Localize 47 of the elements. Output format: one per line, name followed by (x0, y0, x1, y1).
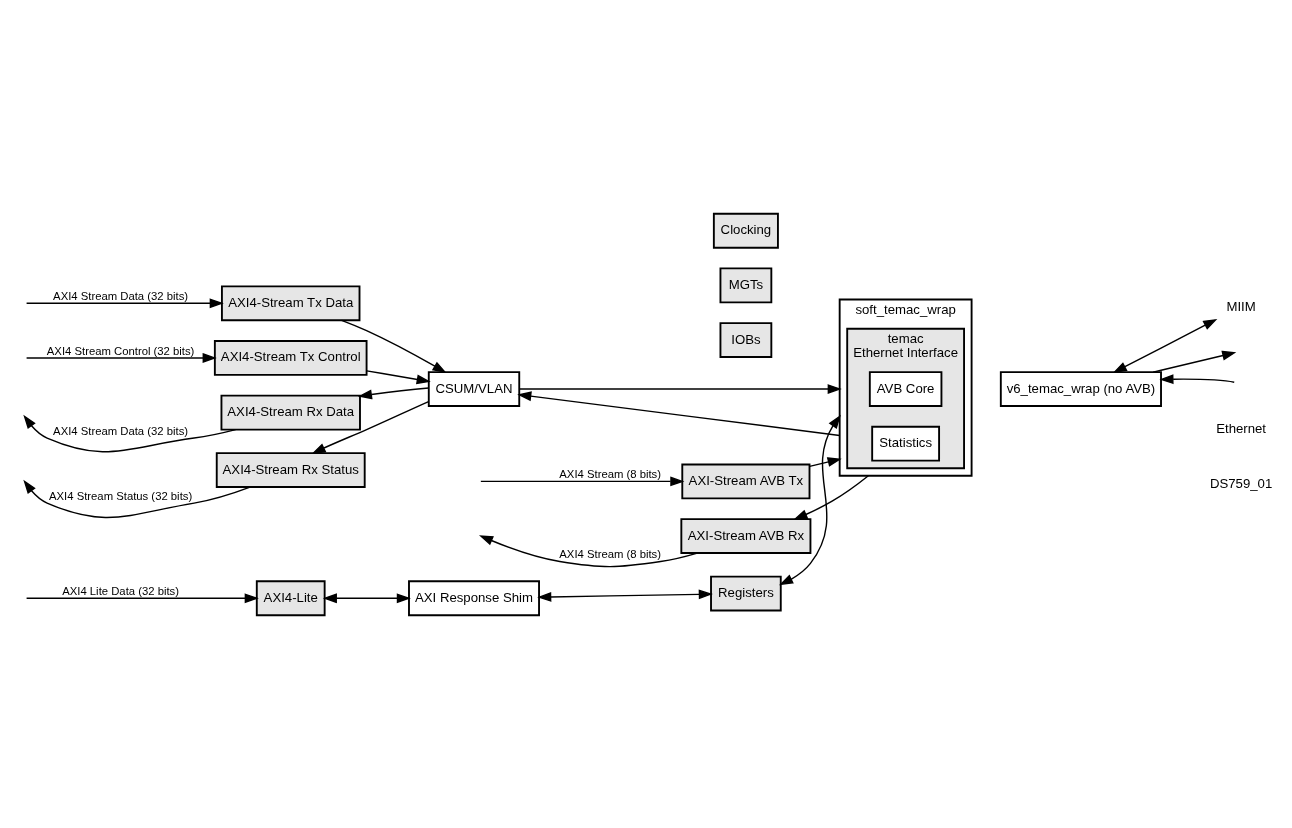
node-box: Registers (710, 575, 782, 611)
arrow (322, 592, 411, 603)
node-box: AXI Response Shim (408, 579, 540, 616)
node-box: AXI4-Stream Tx Control (213, 339, 368, 376)
arrow (517, 390, 841, 436)
node-box: IOBs (719, 321, 773, 358)
label: Ethernet (1216, 420, 1267, 436)
node-box: Statistics (871, 425, 941, 462)
edge-label: AXI4 Lite Data (32 bits) (62, 584, 180, 597)
arrow (808, 456, 842, 467)
node-box: AXI4-Lite (255, 579, 326, 616)
arrow (25, 297, 224, 308)
node-box: AXI4-Stream Rx Status (215, 451, 366, 488)
arrow (357, 386, 430, 399)
arrow (480, 475, 685, 486)
arrow (366, 369, 431, 384)
node-box: AXI-Stream AVB Rx (680, 517, 812, 554)
arrow (518, 383, 842, 394)
arrow (479, 534, 699, 567)
arrow (340, 319, 447, 373)
arrow (1112, 318, 1218, 373)
arrow (25, 352, 217, 363)
arrow (311, 400, 430, 454)
arrow (23, 479, 251, 518)
node-box: AXI-Stream AVB Tx (681, 463, 811, 499)
arrow (1159, 373, 1235, 384)
edge-label: AXI4 Stream (8 bits) (559, 547, 662, 560)
arrow (537, 588, 713, 602)
edge-label: AXI4 Stream Status (32 bits) (49, 489, 193, 502)
edge-label: AXI4 Stream (8 bits) (559, 467, 662, 480)
node-box: MGTs (719, 267, 773, 303)
arrow (1152, 350, 1237, 373)
node-box: AVB Core (868, 370, 943, 407)
arrow (793, 474, 870, 520)
node-box: AXI4-Stream Rx Data (220, 394, 361, 430)
arrow (23, 414, 237, 452)
node-box: Clocking (712, 212, 779, 249)
edge-label: AXI4 Stream Data (32 bits) (53, 424, 189, 437)
node-text: MIIM (1226, 298, 1256, 314)
node-box: CSUM/VLAN (427, 370, 521, 407)
edge-label: AXI4 Stream Data (32 bits) (53, 289, 189, 302)
arrow (25, 592, 259, 603)
label: DS759_01 (1209, 475, 1273, 491)
arrow (778, 414, 841, 585)
node-box: v6_temac_wrap (no AVB) (999, 370, 1162, 407)
edge-label: AXI4 Stream Control (32 bits) (46, 344, 195, 357)
node-box: AXI4-Stream Tx Data (221, 284, 361, 321)
